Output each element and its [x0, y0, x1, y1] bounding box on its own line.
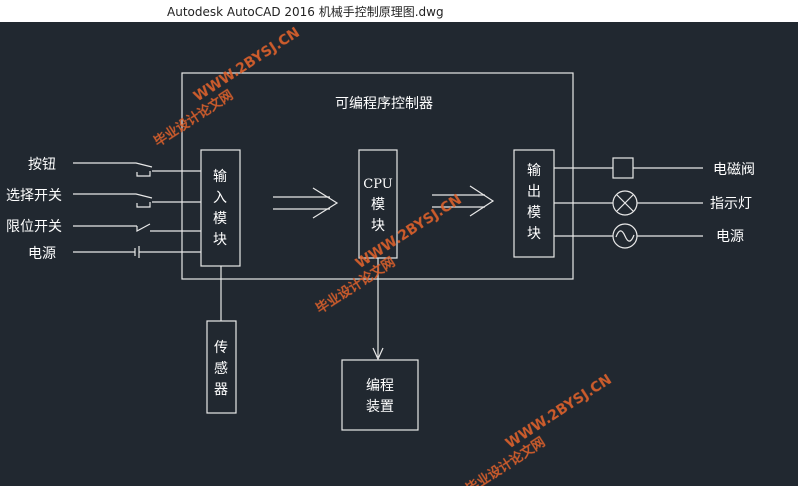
input-label-selector-switch: 选择开关: [6, 188, 62, 204]
cpu-label: CPU: [363, 177, 392, 192]
sensor-char-1: 传: [214, 340, 228, 356]
output-module-char-4: 块: [527, 226, 541, 242]
input-module-box: [200, 149, 241, 267]
output-label-power: 电源: [716, 229, 744, 245]
sensor-char-3: 器: [214, 382, 228, 398]
input-module-char-3: 模: [213, 211, 227, 227]
cpu-module-char-2: 块: [371, 218, 385, 234]
programmer-line-2: 装置: [366, 399, 394, 415]
watermark-3-site: WWW.2BYSJ.CN: [503, 372, 615, 452]
input-module-char-4: 块: [213, 232, 227, 248]
programmer-arrow-head: [372, 347, 384, 361]
data-flow-arrow-1: [273, 187, 339, 219]
cpu-module-char-1: 模: [371, 197, 385, 213]
output-label-solenoid-valve: 电磁阀: [713, 162, 755, 178]
input-label-power: 电源: [28, 246, 56, 262]
input-wires: [73, 162, 201, 258]
drawing-canvas[interactable]: 可编程序控制器 输 入 模 块 CPU 模 块 输 出 模 块 传 感 器 编程…: [0, 22, 798, 486]
window-title: Autodesk AutoCAD 2016 机械手控制原理图.dwg: [167, 5, 444, 19]
watermark-3: WWW.2BYSJ.CN 毕业设计论文网: [463, 372, 615, 486]
data-flow-arrow-2: [432, 185, 495, 217]
input-module-char-2: 入: [213, 190, 227, 206]
input-label-limit-switch: 限位开关: [6, 219, 62, 235]
sensor-char-2: 感: [214, 360, 228, 377]
programmer-box: [341, 359, 419, 431]
solenoid-valve-symbol: [612, 157, 634, 179]
watermark-2-site: WWW.2BYSJ.CN: [353, 192, 465, 272]
input-module-char-1: 输: [213, 169, 227, 185]
watermark-2: WWW.2BYSJ.CN 毕业设计论文网: [313, 192, 465, 317]
plc-label: 可编程序控制器: [335, 96, 433, 112]
programmer-line-1: 编程: [366, 378, 394, 394]
watermark-1: WWW.2BYSJ.CN 毕业设计论文网: [151, 25, 303, 150]
title-bar: Autodesk AutoCAD 2016 机械手控制原理图.dwg: [0, 0, 798, 22]
output-module-char-1: 输: [527, 163, 541, 179]
output-wires: [554, 157, 703, 249]
output-module-char-3: 模: [527, 205, 541, 221]
output-label-indicator-lamp: 指示灯: [710, 196, 752, 212]
input-label-button: 按钮: [28, 157, 56, 173]
watermark-1-site: WWW.2BYSJ.CN: [191, 25, 303, 105]
output-module-char-2: 出: [527, 184, 541, 200]
